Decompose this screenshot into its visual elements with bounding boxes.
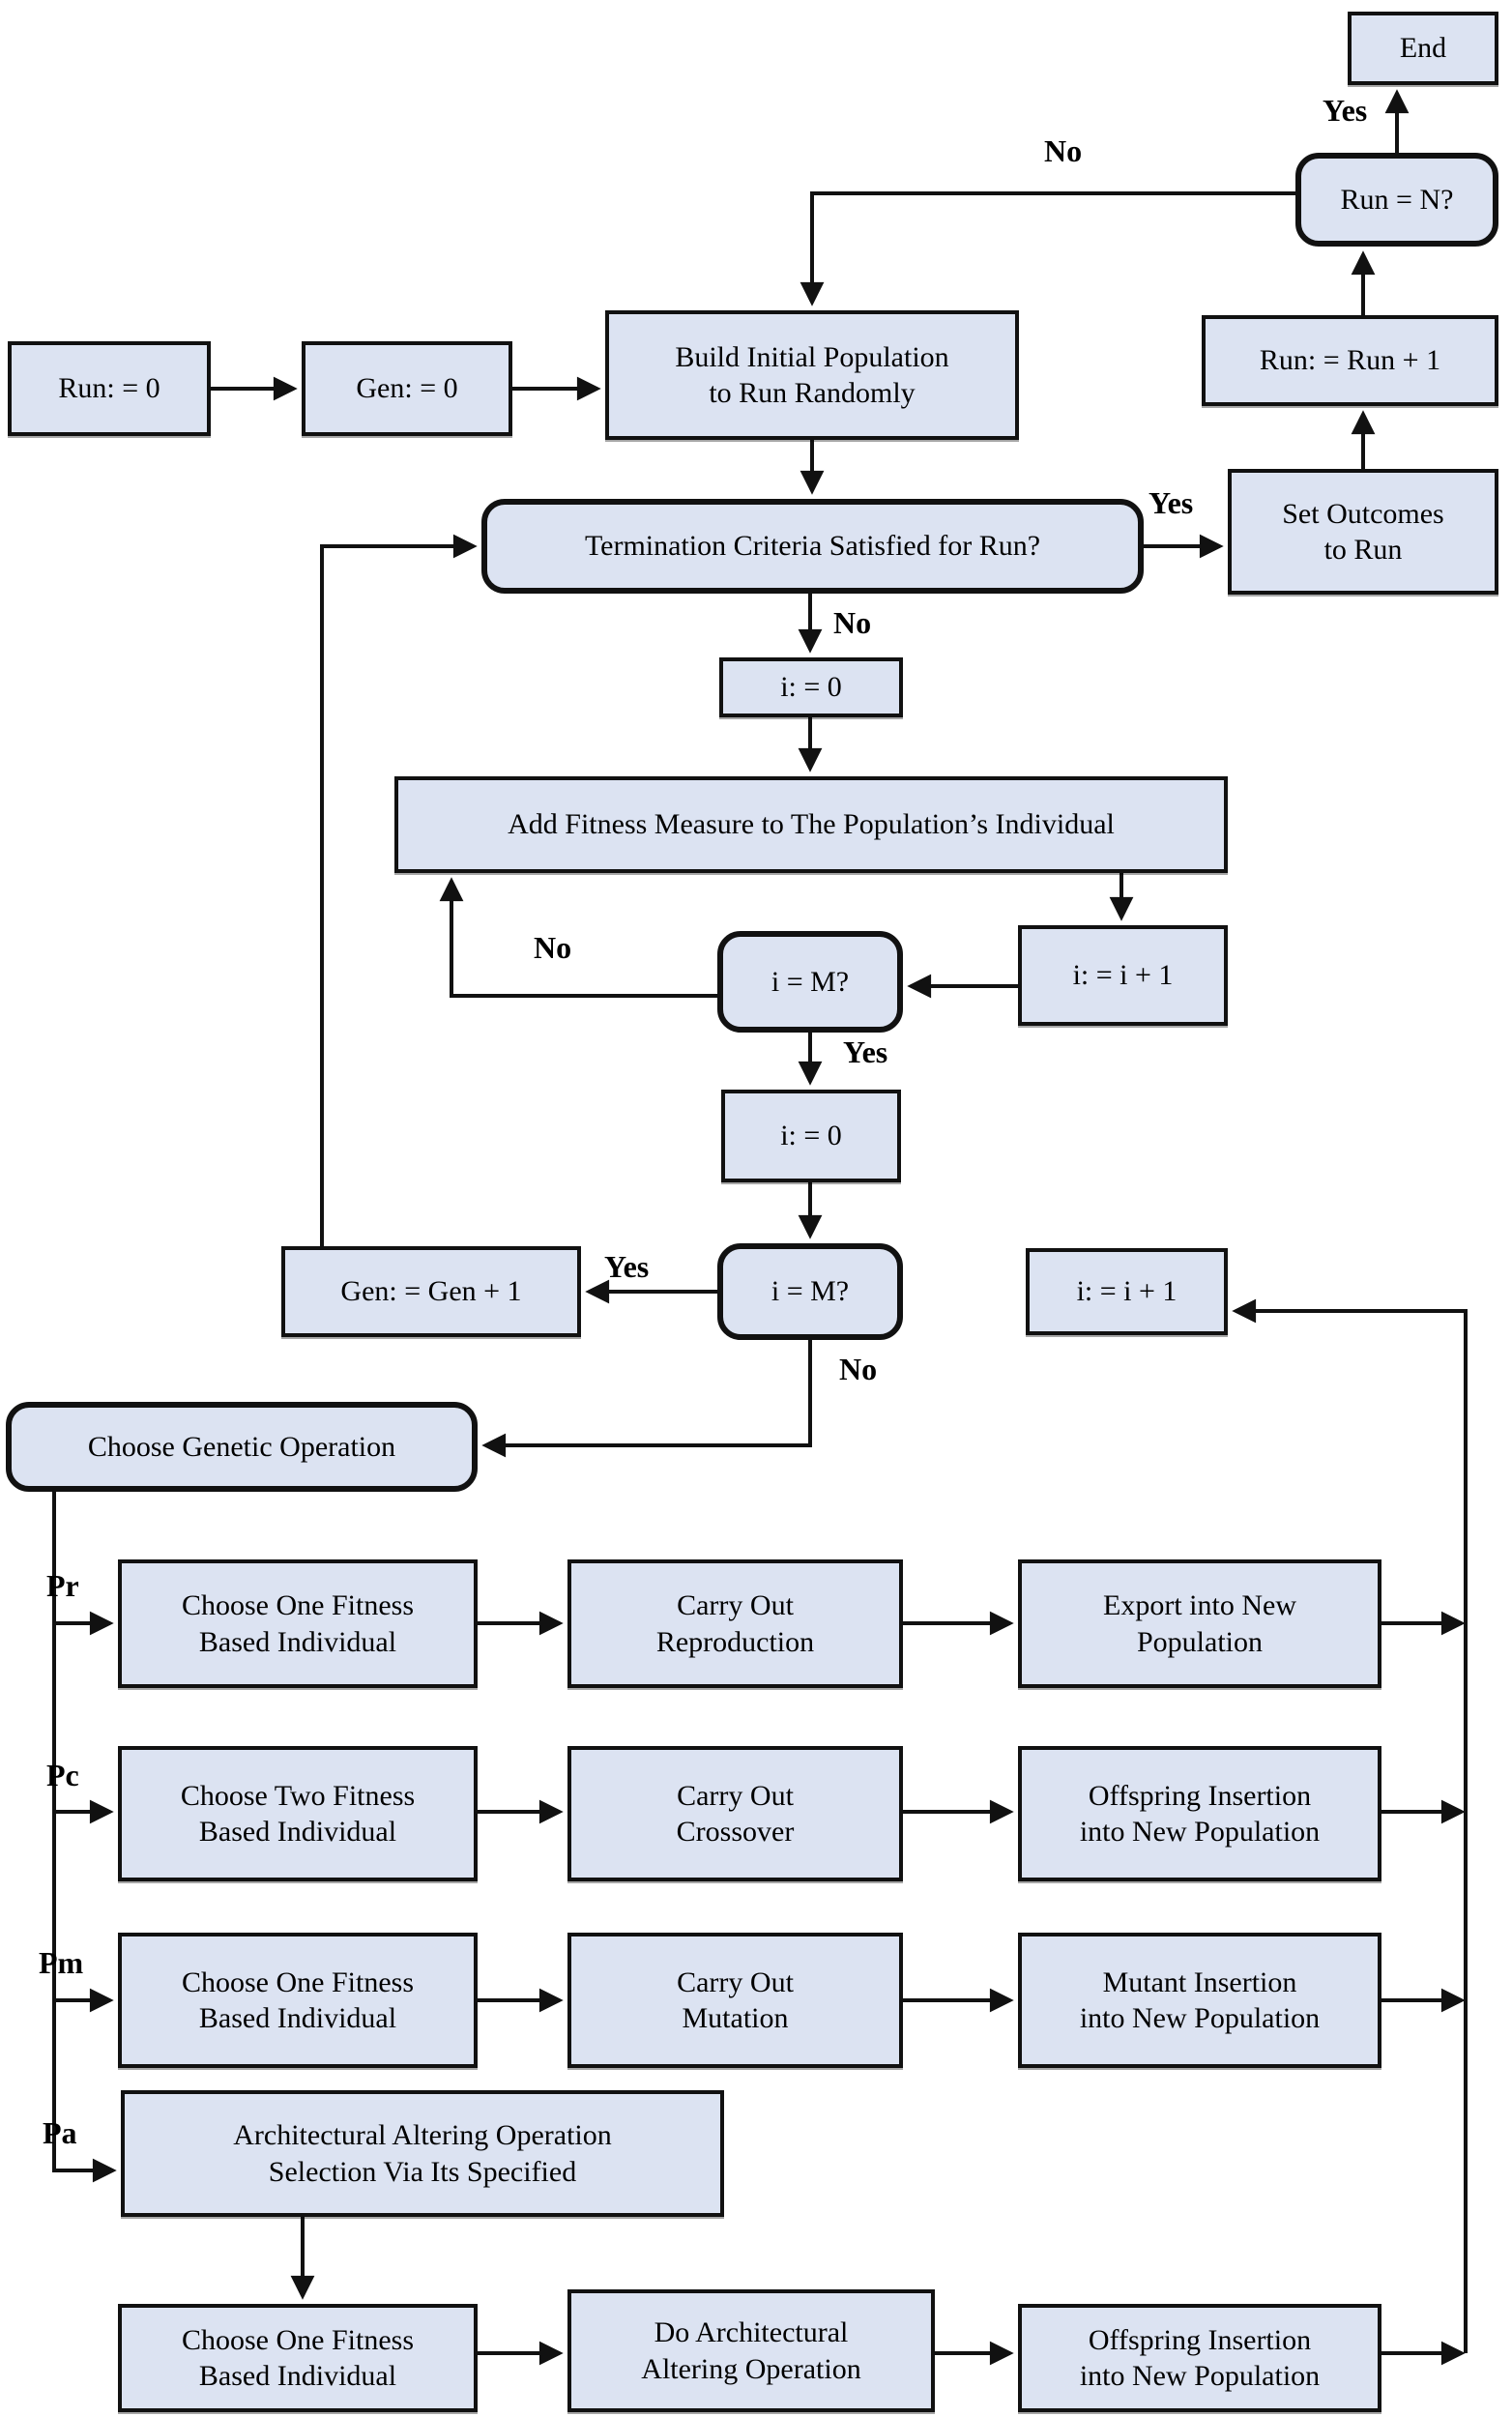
edge-label-yes-i-eq-m-1: Yes bbox=[843, 1034, 888, 1069]
node-set-outcomes: Set Outcomes to Run bbox=[1228, 469, 1498, 595]
node-pc-crossover: Carry Out Crossover bbox=[567, 1746, 903, 1881]
node-add-fitness: Add Fitness Measure to The Population’s … bbox=[394, 776, 1228, 873]
node-end: End bbox=[1348, 12, 1498, 85]
node-gen-zero: Gen: = 0 bbox=[302, 341, 512, 436]
node-bottom-do-architectural: Do Architectural Altering Operation bbox=[567, 2289, 935, 2412]
node-run-zero: Run: = 0 bbox=[8, 341, 211, 436]
node-run-eq-n: Run = N? bbox=[1295, 153, 1498, 247]
edge-label-no-termination: No bbox=[833, 605, 872, 640]
node-pa-architectural-selection: Architectural Altering Operation Selecti… bbox=[121, 2090, 724, 2217]
edge-label-pa: Pa bbox=[43, 2115, 77, 2150]
node-i-increment-1: i: = i + 1 bbox=[1018, 925, 1228, 1026]
node-gen-increment: Gen: = Gen + 1 bbox=[281, 1246, 581, 1337]
node-i-zero-1: i: = 0 bbox=[719, 657, 903, 717]
node-pr-choose-one: Choose One Fitness Based Individual bbox=[118, 1559, 478, 1688]
edge-label-no-i-eq-m-1: No bbox=[534, 930, 572, 965]
node-choose-genetic-operation: Choose Genetic Operation bbox=[6, 1402, 478, 1492]
node-pm-choose-one: Choose One Fitness Based Individual bbox=[118, 1933, 478, 2068]
edge-label-no-i-eq-m-2: No bbox=[839, 1352, 878, 1386]
edge-label-no-run-n: No bbox=[1044, 133, 1083, 168]
node-build-population: Build Initial Population to Run Randomly bbox=[605, 310, 1019, 440]
node-pm-mutation: Carry Out Mutation bbox=[567, 1933, 903, 2068]
edge-label-pr: Pr bbox=[46, 1568, 79, 1603]
node-pm-mutant-insertion: Mutant Insertion into New Population bbox=[1018, 1933, 1381, 2068]
edge-label-yes-end: Yes bbox=[1323, 93, 1368, 128]
node-bottom-choose-one: Choose One Fitness Based Individual bbox=[118, 2304, 478, 2412]
node-i-increment-2: i: = i + 1 bbox=[1026, 1248, 1228, 1335]
node-pr-export: Export into New Population bbox=[1018, 1559, 1381, 1688]
node-pr-reproduction: Carry Out Reproduction bbox=[567, 1559, 903, 1688]
node-termination-criteria: Termination Criteria Satisfied for Run? bbox=[481, 499, 1144, 594]
edge-label-yes-termination: Yes bbox=[1149, 485, 1194, 520]
node-i-eq-m-2: i = M? bbox=[717, 1243, 903, 1340]
node-run-increment: Run: = Run + 1 bbox=[1202, 315, 1498, 406]
edge-label-pc: Pc bbox=[46, 1758, 79, 1792]
node-pc-choose-two: Choose Two Fitness Based Individual bbox=[118, 1746, 478, 1881]
node-bottom-offspring-insertion: Offspring Insertion into New Population bbox=[1018, 2304, 1381, 2412]
edge-label-pm: Pm bbox=[39, 1945, 84, 1980]
node-pc-offspring-insertion: Offspring Insertion into New Population bbox=[1018, 1746, 1381, 1881]
edge-label-yes-i-eq-m-2: Yes bbox=[604, 1249, 650, 1284]
node-i-zero-2: i: = 0 bbox=[721, 1090, 901, 1182]
node-i-eq-m-1: i = M? bbox=[717, 931, 903, 1033]
